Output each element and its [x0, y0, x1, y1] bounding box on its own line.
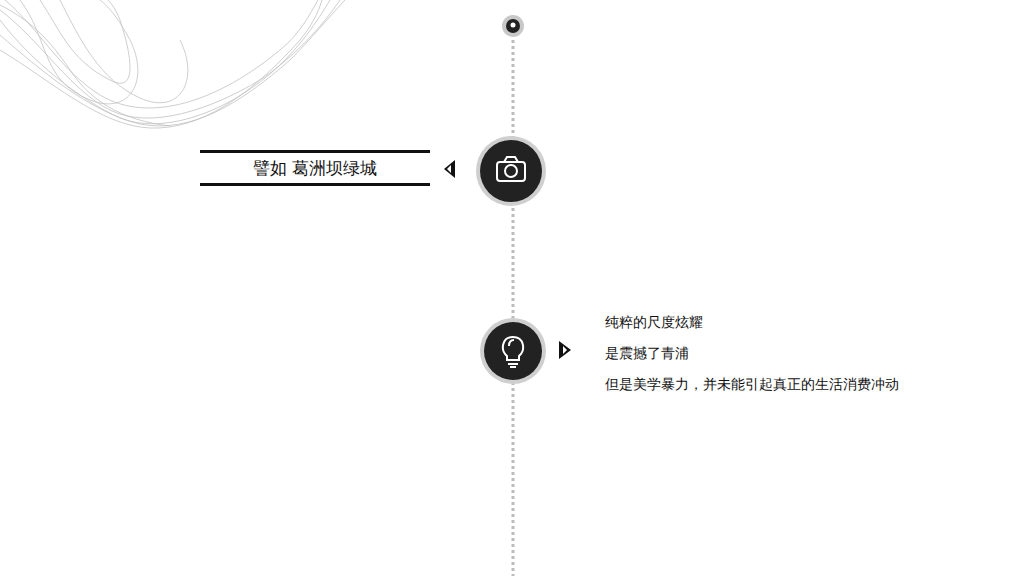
- top-dot: [502, 15, 524, 37]
- top-dot-core: [506, 19, 520, 33]
- bulb-ring: [480, 318, 546, 384]
- camera-disc: [480, 140, 542, 202]
- bulb-icon: [503, 337, 523, 367]
- camera-icon: [497, 157, 525, 181]
- right-pointer: [559, 341, 571, 359]
- note-text: 但是美学暴力，并未能引起真正的生活消费冲动: [605, 376, 899, 393]
- note-text: 纯粹的尺度炫耀: [605, 314, 703, 331]
- timeline-axis: [512, 40, 515, 576]
- top-dot-mark: [511, 23, 516, 28]
- note-text: 是震撼了青浦: [605, 345, 689, 362]
- right-pointer-hole: [563, 346, 567, 354]
- smoke-waves: [0, 0, 345, 128]
- left-pointer: [444, 160, 455, 178]
- bulb-disc: [484, 322, 542, 380]
- left-pointer-hole: [447, 165, 451, 173]
- band-text: 譬如 葛洲坝绿城: [253, 157, 377, 180]
- camera-ring: [476, 136, 546, 206]
- band-label: 譬如 葛洲坝绿城: [200, 150, 430, 186]
